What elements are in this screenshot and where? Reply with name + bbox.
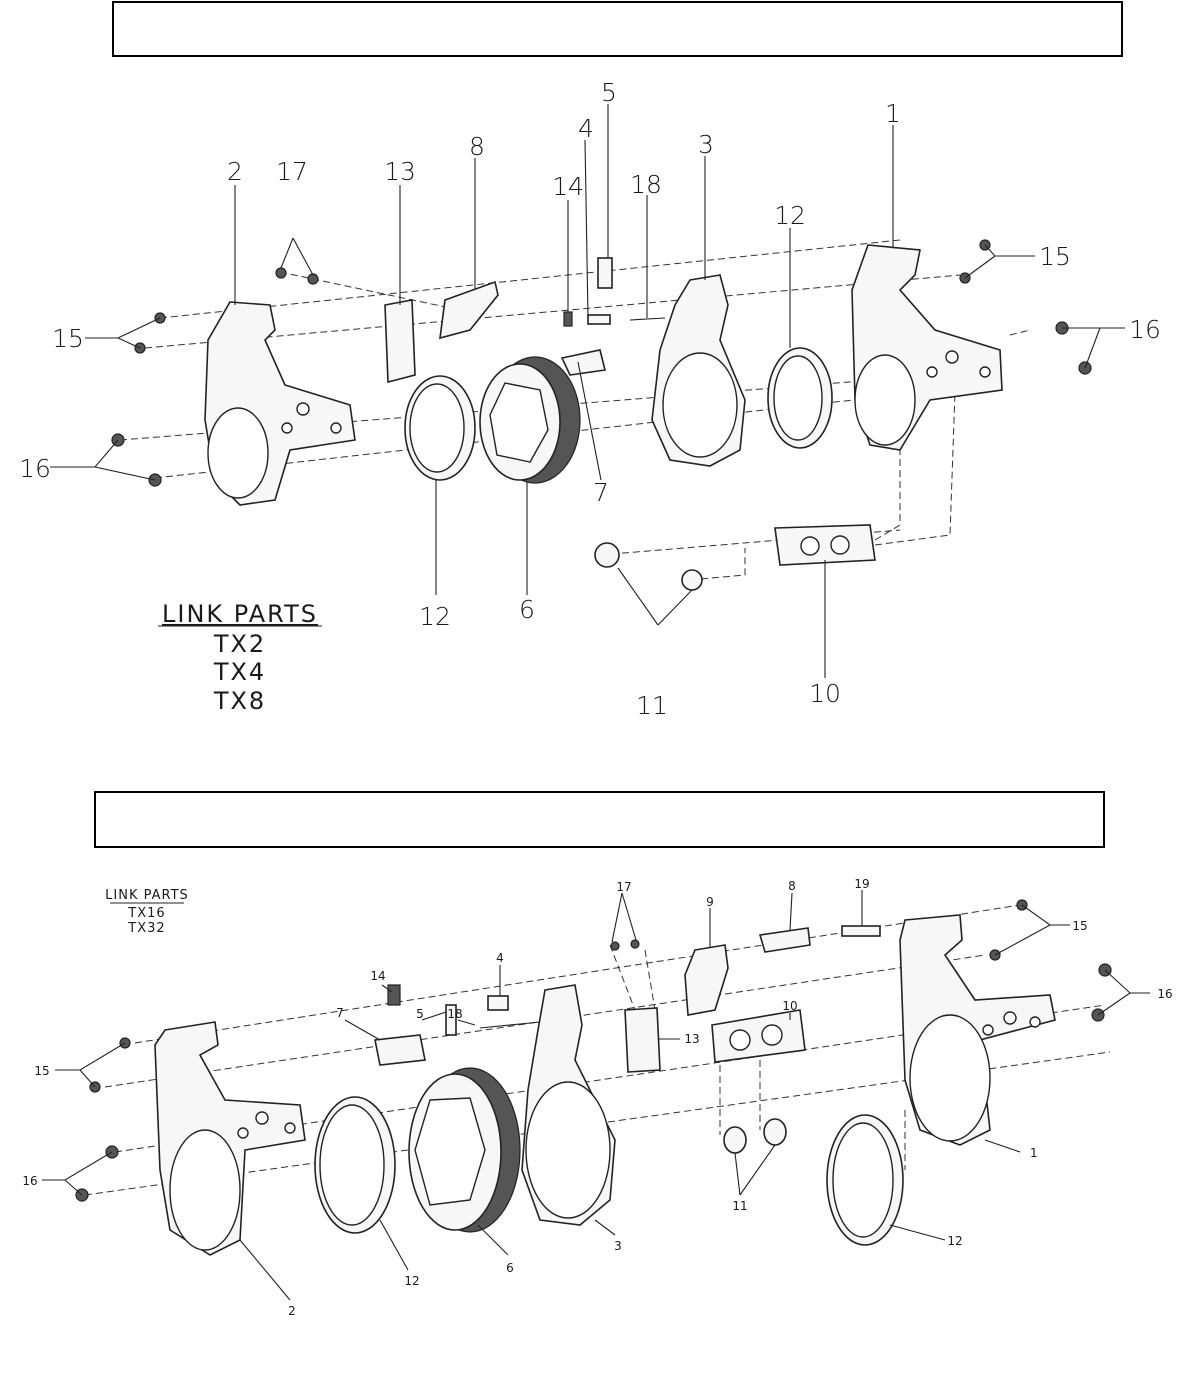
label-15-left: 15 <box>52 324 84 353</box>
caption-2: LINK PARTS TX16 TX32 <box>105 888 189 936</box>
part-1-side-plate <box>851 244 1003 451</box>
header-box-top <box>112 1 1123 57</box>
label-2: 2 <box>227 157 243 186</box>
part-9-bracket <box>684 944 729 1016</box>
label-18: 18 <box>630 170 662 199</box>
part-labels-2: 1 2 3 4 5 6 7 8 9 10 11 12 12 13 14 15 1… <box>22 877 1172 1318</box>
part-12-ring-right <box>767 347 833 449</box>
part-7-pawl <box>560 349 606 376</box>
label-7: 7 <box>593 478 609 507</box>
label-6: 6 <box>506 1261 514 1275</box>
diagram-1-svg: 1 2 3 4 5 6 7 8 10 11 12 12 13 14 15 15 … <box>19 78 1161 720</box>
label-9: 9 <box>706 895 714 909</box>
part-3-link-body <box>651 274 746 467</box>
caption-tx8: TX8 <box>213 687 266 715</box>
label-13: 13 <box>384 157 416 186</box>
label-15-left: 15 <box>34 1064 49 1078</box>
label-12-right: 12 <box>947 1234 962 1248</box>
small-parts-2 <box>374 984 541 1066</box>
label-2: 2 <box>288 1304 296 1318</box>
header-box-bottom <box>94 791 1105 848</box>
label-12-left: 12 <box>419 602 451 631</box>
part-17-screws <box>275 267 319 285</box>
label-17: 17 <box>616 880 631 894</box>
part-11-bushings <box>594 542 703 591</box>
label-3: 3 <box>698 130 714 159</box>
label-10: 10 <box>782 999 797 1013</box>
label-5: 5 <box>601 78 617 107</box>
label-11: 11 <box>732 1199 747 1213</box>
diagram-2-svg: 1 2 3 4 5 6 7 8 9 10 11 12 12 13 14 15 1… <box>22 877 1172 1318</box>
label-8: 8 <box>788 879 796 893</box>
label-7: 7 <box>336 1006 344 1020</box>
label-3: 3 <box>614 1239 622 1253</box>
label-18: 18 <box>447 1007 462 1021</box>
label-16-left: 16 <box>22 1174 37 1188</box>
label-16-right: 16 <box>1157 987 1172 1001</box>
caption-link-parts: LINK PARTS <box>105 888 189 903</box>
label-11: 11 <box>636 691 668 720</box>
part-13-plate-large <box>610 939 661 1073</box>
label-19: 19 <box>854 877 869 891</box>
part-8-bracket <box>439 280 499 340</box>
label-16-right: 16 <box>1129 315 1161 344</box>
caption-tx32: TX32 <box>127 921 165 936</box>
leader-lines-1 <box>50 104 1125 678</box>
part-6-ratchet-large <box>408 1067 521 1233</box>
caption-tx16: TX16 <box>127 906 165 921</box>
label-12-left: 12 <box>404 1274 419 1288</box>
label-17: 17 <box>276 157 308 186</box>
label-14: 14 <box>370 969 385 983</box>
part-8-bracket-large <box>758 927 811 953</box>
part-6-ratchet <box>479 356 581 484</box>
label-13: 13 <box>684 1032 699 1046</box>
label-15-right: 15 <box>1072 919 1087 933</box>
part-10-block-large <box>711 1009 806 1063</box>
part-2-side-plate-large <box>154 1021 306 1256</box>
label-4: 4 <box>496 951 504 965</box>
part-13-pawl-plate <box>384 299 416 384</box>
label-5: 5 <box>416 1007 424 1021</box>
label-15-right: 15 <box>1039 242 1071 271</box>
leader-lines-2 <box>42 890 1150 1301</box>
part-2-side-plate <box>204 301 356 506</box>
label-1: 1 <box>1030 1146 1038 1160</box>
exploded-diagram-tx2-tx8: 1 2 3 4 5 6 7 8 10 11 12 12 13 14 15 15 … <box>0 68 1189 724</box>
label-14: 14 <box>552 172 584 201</box>
part-1-side-plate-large <box>899 914 1056 1146</box>
caption-1: LINK PARTS TX2 TX4 TX8 <box>158 600 322 715</box>
part-19-pin <box>841 925 881 937</box>
caption-link-parts: LINK PARTS <box>162 600 318 628</box>
label-12-right: 12 <box>774 201 806 230</box>
caption-tx4: TX4 <box>213 658 266 686</box>
part-10-block <box>774 524 876 566</box>
label-6: 6 <box>519 595 535 624</box>
part-12-ring-left-large <box>314 1096 396 1234</box>
screws-15-16-diagram-2 <box>75 899 1112 1202</box>
part-3-link-large <box>521 984 616 1226</box>
part-11-bushings-large <box>723 1118 787 1154</box>
label-16-left: 16 <box>19 454 51 483</box>
caption-tx2: TX2 <box>213 630 266 658</box>
small-parts-1 <box>563 257 666 327</box>
label-8: 8 <box>469 132 485 161</box>
part-12-ring-left <box>404 375 476 481</box>
label-10: 10 <box>809 679 841 708</box>
part-labels-1: 1 2 3 4 5 6 7 8 10 11 12 12 13 14 15 15 … <box>19 78 1161 720</box>
label-1: 1 <box>885 99 901 128</box>
exploded-diagram-tx16-tx32: 1 2 3 4 5 6 7 8 9 10 11 12 12 13 14 15 1… <box>0 858 1189 1383</box>
label-4: 4 <box>578 114 594 143</box>
part-12-ring-right-large <box>826 1114 904 1246</box>
